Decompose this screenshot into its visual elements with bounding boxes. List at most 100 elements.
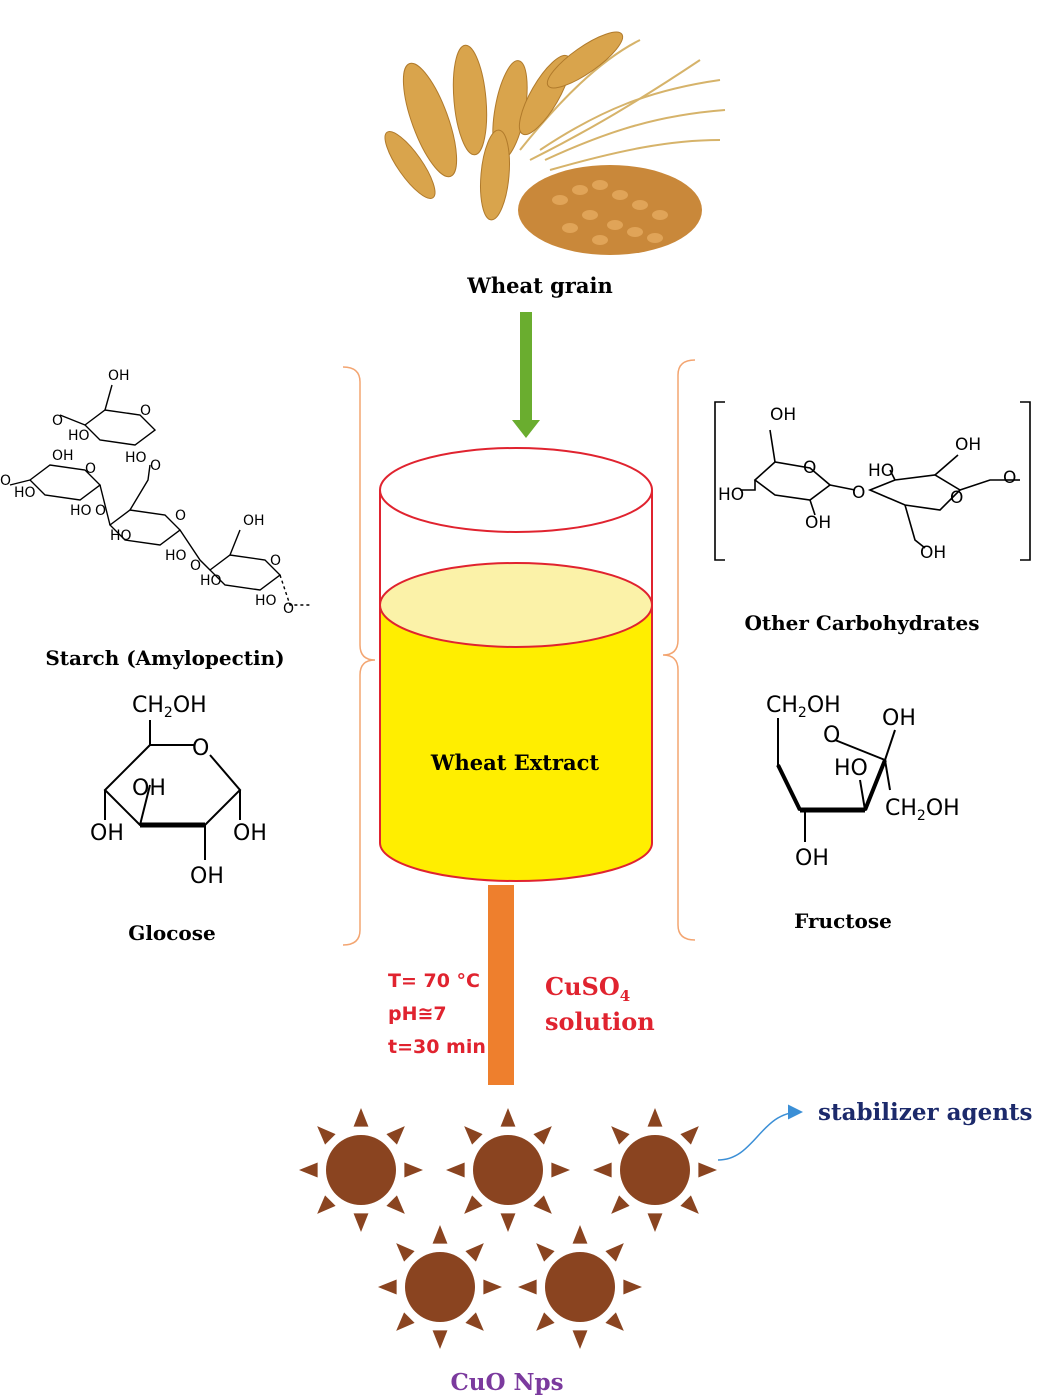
- cellulose-ho-2: HO: [868, 461, 894, 481]
- nanoparticle-spike: [396, 1243, 415, 1262]
- cellulose-structure: [714, 401, 1031, 561]
- starch-ho-8: HO: [255, 593, 277, 609]
- cuo-nanoparticle: [518, 1225, 642, 1349]
- stabilizer-label: stabilizer agents: [818, 1099, 1033, 1126]
- nanoparticle-spike: [698, 1162, 717, 1178]
- fructose-ho: HO: [834, 756, 868, 781]
- glucose-oh-1: OH: [132, 776, 166, 801]
- nanoparticle-spike: [605, 1243, 624, 1262]
- fructose-ch2oh-1: CH2OH: [766, 693, 841, 721]
- nanoparticle-spike: [317, 1195, 336, 1214]
- starch-ho-6: HO: [165, 548, 187, 564]
- fructose-labels: CH2OH O OH HO CH2OH OH: [766, 693, 960, 871]
- cellulose-labels: OH O HO OH O HO OH O O OH: [718, 405, 1016, 563]
- cuso4-subscript: 4: [620, 987, 630, 1005]
- cuo-nanoparticle: [378, 1225, 502, 1349]
- starch-oh-2: OH: [52, 448, 74, 464]
- nanoparticle-spike: [536, 1243, 555, 1262]
- starch-o-5: O: [0, 473, 11, 489]
- nanoparticle-spike: [299, 1162, 318, 1178]
- nanoparticle-spike: [647, 1213, 663, 1232]
- nanoparticle-spike: [432, 1225, 448, 1244]
- fructose-oh-2: OH: [795, 846, 829, 871]
- glucose-o: O: [192, 736, 209, 761]
- cuo-nanoparticle: [593, 1108, 717, 1232]
- glucose-labels: CH2OH O OH OH OH OH: [90, 693, 267, 889]
- starch-oh-3: OH: [243, 513, 265, 529]
- starch-o-2: O: [52, 413, 63, 429]
- fructose-label: Fructose: [794, 909, 892, 933]
- cellulose-o-1: O: [803, 458, 816, 478]
- wheat-extract-label: Wheat Extract: [430, 750, 600, 775]
- cuo-nps-label: CuO Nps: [450, 1369, 563, 1396]
- cellulose-ho-1: HO: [718, 485, 744, 505]
- nanoparticle-spike: [647, 1108, 663, 1127]
- green-down-arrow: [512, 312, 540, 438]
- cuo-nanoparticle: [446, 1108, 570, 1232]
- nanoparticle-spike: [623, 1279, 642, 1295]
- nanoparticle-spike: [680, 1195, 699, 1214]
- nanoparticle-spike: [680, 1126, 699, 1145]
- nanoparticle-spike: [536, 1312, 555, 1331]
- time-text: t=30 min: [388, 1036, 486, 1058]
- cellulose-oh-3: OH: [955, 435, 981, 455]
- glucose-oh-4: OH: [190, 864, 224, 889]
- nanoparticle-spike: [378, 1279, 397, 1295]
- starch-oh-1: OH: [108, 368, 130, 384]
- reaction-conditions: T= 70 °C pH≅7 t=30 min: [388, 970, 486, 1058]
- starch-ho-1: HO: [68, 428, 90, 444]
- nanoparticle-spike: [551, 1162, 570, 1178]
- starch-o-4: O: [85, 461, 96, 477]
- cuo-nanoparticle: [299, 1108, 423, 1232]
- nanoparticle-spike: [353, 1108, 369, 1127]
- ph-text: pH≅7: [388, 1003, 447, 1025]
- cellulose-o-2: O: [852, 483, 865, 503]
- nanoparticle-spike: [396, 1312, 415, 1331]
- nanoparticle-spike: [386, 1195, 405, 1214]
- nanoparticle-spike: [464, 1195, 483, 1214]
- nanoparticle-spike: [464, 1126, 483, 1145]
- nanoparticle-spike: [353, 1213, 369, 1232]
- starch-label: Starch (Amylopectin): [45, 646, 284, 670]
- wheat-grain-image: [384, 31, 726, 255]
- starch-ho-2: HO: [125, 450, 147, 466]
- nanoparticle-spike: [500, 1108, 516, 1127]
- starch-o-3: O: [150, 458, 161, 474]
- nanoparticle-spike: [317, 1126, 336, 1145]
- starch-ho-4: HO: [70, 503, 92, 519]
- starch-o-7: O: [175, 508, 186, 524]
- glucose-oh-3: OH: [233, 821, 267, 846]
- fructose-oh-1: OH: [882, 706, 916, 731]
- nanoparticle-spike: [533, 1126, 552, 1145]
- fructose-ch2oh-2: CH2OH: [885, 796, 960, 824]
- nanoparticle-spike: [432, 1330, 448, 1349]
- flow-stem: [488, 885, 514, 1085]
- starch-o-9: O: [270, 553, 281, 569]
- nanoparticle-spike: [572, 1225, 588, 1244]
- cellulose-oh-4: OH: [920, 543, 946, 563]
- cellulose-o-3: O: [950, 488, 963, 508]
- fructose-structure: [776, 718, 896, 842]
- nanoparticle-spike: [611, 1195, 630, 1214]
- cellulose-oh-2: OH: [805, 513, 831, 533]
- nanoparticle-spike: [386, 1126, 405, 1145]
- beaker: [379, 447, 653, 882]
- nanoparticle-spike: [483, 1279, 502, 1295]
- wheat-grain-label: Wheat grain: [466, 273, 612, 298]
- left-bracket: [342, 366, 376, 946]
- glucose-label: Glocose: [128, 921, 216, 945]
- cellulose-oh-1: OH: [770, 405, 796, 425]
- nanoparticle-spike: [465, 1243, 484, 1262]
- nanoparticle-spike: [465, 1312, 484, 1331]
- starch-ho-3: HO: [14, 485, 36, 501]
- nanoparticle-spike: [533, 1195, 552, 1214]
- starch-o-10: O: [283, 601, 294, 617]
- nanoparticle-spike: [500, 1213, 516, 1232]
- nanoparticle-spike: [593, 1162, 612, 1178]
- cuso4-label: CuSO4 solution: [545, 972, 655, 1036]
- starch-o-1: O: [140, 403, 151, 419]
- nanoparticle-spike: [518, 1279, 537, 1295]
- stabilizer-arrow: [717, 1104, 803, 1161]
- starch-o-8: O: [190, 558, 201, 574]
